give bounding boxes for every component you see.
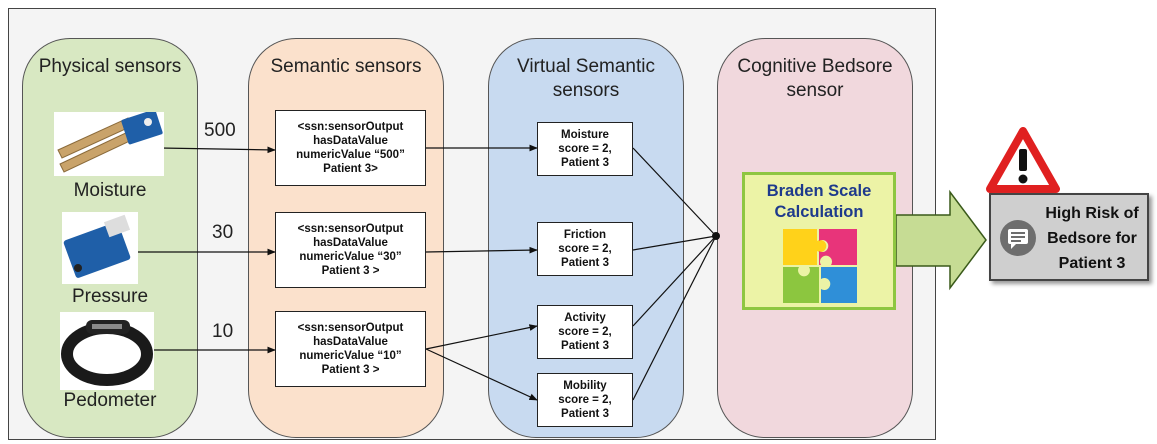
speech-bubble-icon bbox=[1000, 220, 1036, 256]
alert-line3: Patient 3 bbox=[1058, 255, 1126, 272]
edge-moisture-to-semantic bbox=[159, 146, 276, 154]
semantic-line: hasDataValue bbox=[313, 135, 388, 147]
mobility-score-box: Mobility score = 2, Patient 3 bbox=[537, 373, 633, 427]
semantic-line: hasDataValue bbox=[313, 237, 388, 249]
cognitive-sensor-title-line2: sensor bbox=[786, 80, 844, 101]
edge-semantic2-to-friction-score bbox=[425, 246, 538, 254]
moisture-score-box: Moisture score = 2, Patient 3 bbox=[537, 122, 633, 176]
edge-activity-score-to-hub bbox=[632, 235, 717, 327]
semantic-line: Patient 3 > bbox=[321, 364, 380, 376]
semantic-line: <ssn:sensorOutput bbox=[297, 121, 404, 133]
soil-moisture-sensor-icon bbox=[54, 112, 164, 176]
physical-sensors-title: Physical sensors bbox=[38, 56, 182, 77]
semantic-line: Patient 3> bbox=[323, 163, 378, 175]
pressure-sensor-icon bbox=[62, 212, 138, 284]
semantic-line: Patient 3 > bbox=[321, 265, 380, 277]
semantic-line: <ssn:sensorOutput bbox=[297, 322, 404, 334]
semantic-line: numericValue “500” bbox=[296, 149, 405, 161]
braden-title-line2: Calculation bbox=[774, 203, 864, 221]
score-line: Patient 3 bbox=[561, 157, 609, 169]
score-line: score = 2, bbox=[558, 394, 612, 406]
semantic-sensor-box-moisture: <ssn:sensorOutput hasDataValue numericVa… bbox=[275, 110, 426, 186]
alert-text: High Risk of Bedsore for Patient 3 bbox=[1041, 201, 1143, 276]
pressure-label: Pressure bbox=[71, 286, 149, 307]
moisture-value: 500 bbox=[204, 120, 236, 141]
braden-title-line1: Braden Scale bbox=[766, 182, 872, 200]
warning-triangle-icon bbox=[986, 127, 1060, 193]
semantic-sensors-title: Semantic sensors bbox=[270, 56, 422, 77]
score-line: Activity bbox=[564, 312, 606, 324]
braden-scale-box: Braden Scale Calculation bbox=[742, 172, 896, 310]
edge-mobility-score-to-hub bbox=[632, 235, 717, 401]
score-line: Moisture bbox=[561, 129, 609, 141]
semantic-line: numericValue “30” bbox=[299, 251, 402, 263]
cognitive-sensor-title-line1: Cognitive Bedsore bbox=[737, 56, 893, 77]
high-risk-alert: High Risk of Bedsore for Patient 3 bbox=[989, 193, 1149, 281]
edge-moisture-score-to-hub bbox=[632, 147, 717, 237]
alert-line2: Bedsore for bbox=[1047, 230, 1137, 247]
semantic-line: numericValue “10” bbox=[299, 350, 402, 362]
score-line: Patient 3 bbox=[561, 340, 609, 352]
score-line: Mobility bbox=[563, 380, 607, 392]
score-line: score = 2, bbox=[558, 326, 612, 338]
score-line: score = 2, bbox=[558, 143, 612, 155]
alert-line1: High Risk of bbox=[1045, 205, 1139, 222]
semantic-sensor-box-pressure: <ssn:sensorOutput hasDataValue numericVa… bbox=[275, 212, 426, 288]
output-arrow bbox=[895, 189, 987, 291]
moisture-label: Moisture bbox=[73, 180, 147, 201]
semantic-line: hasDataValue bbox=[313, 336, 388, 348]
fitness-band-icon bbox=[60, 312, 154, 390]
merge-hub bbox=[712, 232, 720, 240]
score-line: Friction bbox=[563, 229, 607, 241]
semantic-sensor-box-pedometer: <ssn:sensorOutput hasDataValue numericVa… bbox=[275, 311, 426, 387]
pressure-value: 30 bbox=[212, 222, 234, 243]
pedometer-value: 10 bbox=[212, 321, 234, 342]
semantic-line: <ssn:sensorOutput bbox=[297, 223, 404, 235]
braden-scale-title: Braden Scale Calculation bbox=[745, 181, 893, 223]
virtual-sensors-title-line2: sensors bbox=[552, 80, 620, 101]
activity-score-box: Activity score = 2, Patient 3 bbox=[537, 305, 633, 359]
friction-score-box: Friction score = 2, Patient 3 bbox=[537, 222, 633, 276]
score-line: score = 2, bbox=[558, 243, 612, 255]
edge-semantic3-to-mobility-score bbox=[425, 348, 538, 401]
edge-friction-score-to-hub bbox=[632, 235, 717, 251]
puzzle-icon bbox=[783, 229, 857, 303]
pedometer-label: Pedometer bbox=[63, 390, 157, 411]
edge-semantic3-to-activity-score bbox=[425, 324, 538, 350]
score-line: Patient 3 bbox=[561, 408, 609, 420]
virtual-sensors-title-line1: Virtual Semantic bbox=[517, 56, 655, 77]
score-line: Patient 3 bbox=[561, 257, 609, 269]
